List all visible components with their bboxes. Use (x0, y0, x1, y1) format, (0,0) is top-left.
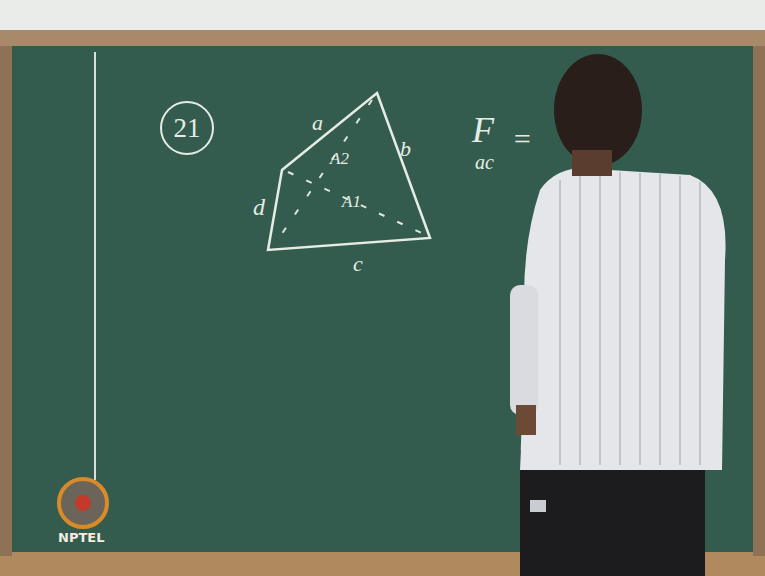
node-text: 21 (174, 115, 201, 142)
chalk-label: A2 (330, 150, 349, 167)
quadrilateral (268, 93, 430, 250)
dashed-diagonal (288, 172, 424, 234)
chalk-label: a (312, 112, 323, 134)
dashed-diagonal (275, 100, 372, 244)
shirt (520, 168, 726, 471)
head (554, 54, 642, 166)
chalk-stroke (700, 182, 701, 465)
chalk-label: F (472, 112, 494, 148)
hand (516, 405, 536, 435)
chalk-stroke (600, 172, 601, 465)
chalk-label: c (353, 253, 363, 275)
chalk-label: A1 (342, 193, 361, 210)
neck (572, 150, 612, 176)
board-frame (753, 46, 765, 556)
chalk-label: b (400, 138, 411, 160)
circled-number: 21 (160, 101, 214, 155)
chalk-stroke (620, 172, 621, 465)
logo-text: NPTEL (58, 531, 104, 544)
board-frame (0, 30, 765, 46)
logo-emblem (59, 479, 107, 527)
wall (0, 0, 765, 30)
watch (530, 500, 546, 512)
chalk-label: ac (475, 152, 494, 172)
chalk-stroke (560, 180, 561, 465)
shirt-stripes (560, 172, 700, 465)
chalk-stroke (640, 173, 641, 465)
chalk-stroke (580, 175, 581, 465)
arm (510, 285, 538, 415)
margin-line (94, 52, 96, 480)
chalk-label: d (253, 195, 265, 219)
chalk-stroke (680, 176, 681, 465)
logo-emblem (75, 495, 91, 511)
board-frame (0, 46, 12, 556)
chalk-label: = (512, 124, 532, 154)
chalk-stroke (660, 174, 661, 465)
